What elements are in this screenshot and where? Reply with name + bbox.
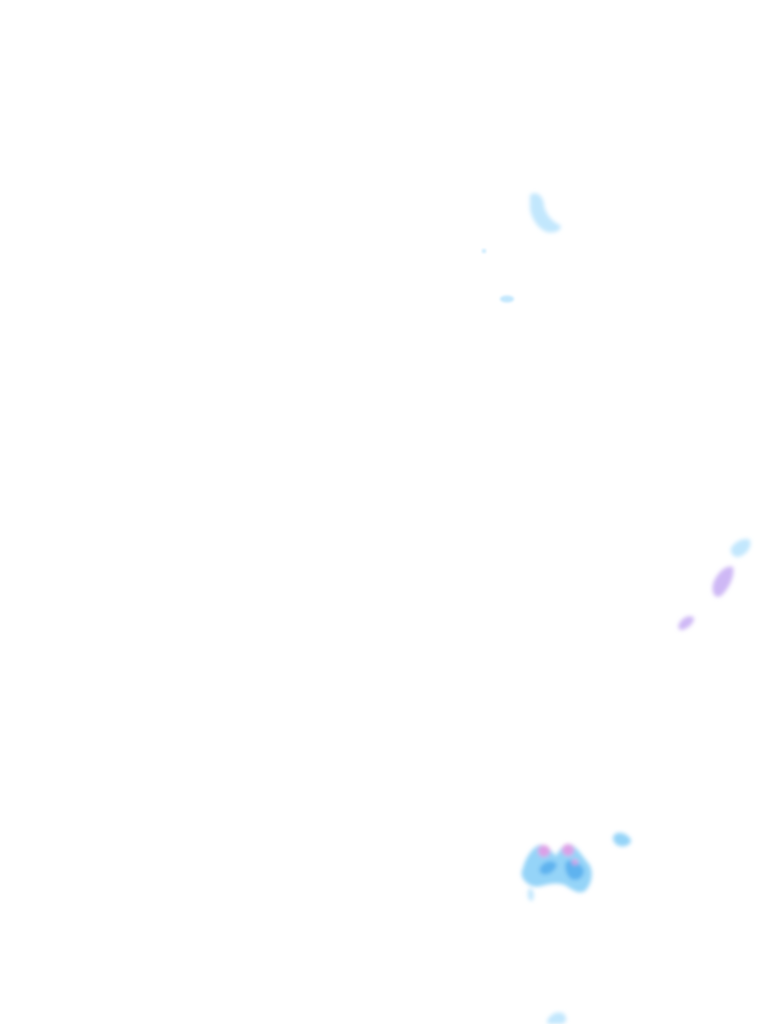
cell-north-arc [530,193,561,233]
cell-north-small [500,295,514,303]
cell-east-band [712,566,734,597]
cell-north-speck [482,249,486,253]
cell-south-core [521,844,592,901]
cell-east-small [678,616,694,630]
cell-east-upper [730,538,751,557]
cell-south-small [613,832,631,847]
cell-south-edge [547,1012,567,1024]
